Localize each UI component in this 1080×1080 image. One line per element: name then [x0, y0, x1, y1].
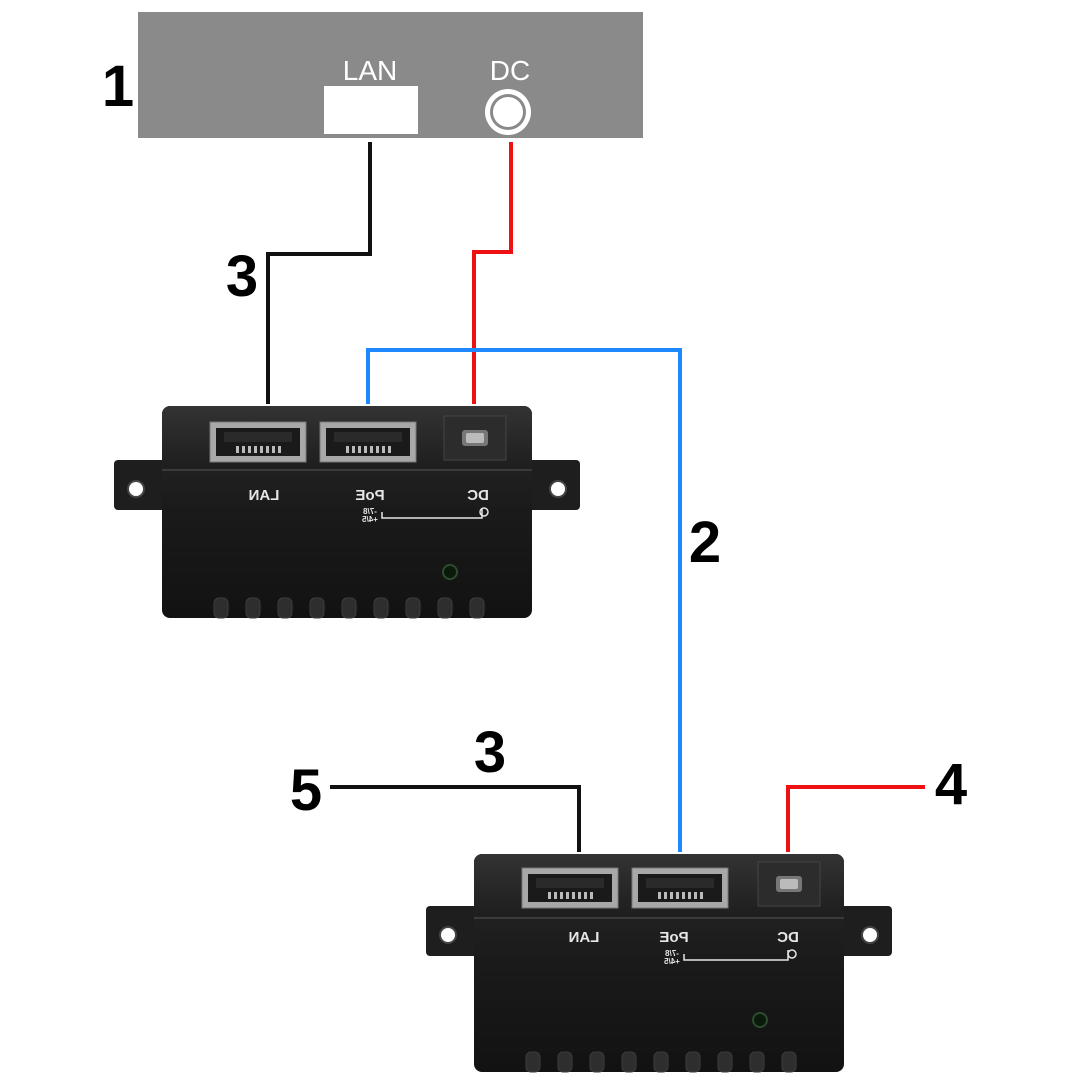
callout-3-top: 3: [226, 244, 258, 309]
splitter-lan-label: LAN: [569, 929, 600, 946]
device-lan-label: LAN: [343, 55, 397, 86]
poe-cable: [366, 348, 682, 852]
splitter-vents: [525, 1051, 797, 1073]
dc-cable-top: [472, 142, 513, 404]
mounting-ear-right: [836, 906, 892, 956]
callout-1: 1: [102, 54, 134, 119]
splitter-led: [752, 1012, 768, 1028]
injector-poe-port: [319, 421, 417, 463]
injector-dc-socket: [443, 415, 507, 461]
device-panel: LAN DC: [138, 12, 643, 138]
splitter-dc-label: DC: [777, 929, 799, 946]
injector-pin-top: -7/8: [363, 507, 377, 516]
callouts: 1 3 2 3 5 4: [102, 54, 967, 823]
device-lan-port: [324, 86, 418, 134]
injector-poe-label: PoE: [355, 487, 384, 504]
injector-lan-port: [209, 421, 307, 463]
lan-cable-top: [266, 142, 372, 404]
splitter-pin-bottom: +4/5: [664, 957, 680, 966]
poe-injector: LAN PoE DC -7/8 +4/5: [114, 406, 580, 619]
callout-4: 4: [935, 752, 967, 817]
injector-led: [442, 564, 458, 580]
splitter-dc-socket: [757, 861, 821, 907]
splitter-poe-port: [631, 867, 729, 909]
injector-vents: [213, 597, 485, 619]
poe-splitter: LAN PoE DC -7/8 +4/5: [426, 854, 892, 1073]
cables: [266, 142, 925, 852]
device-dc-label: DC: [490, 55, 530, 86]
splitter-poe-label: PoE: [659, 929, 688, 946]
injector-lan-label: LAN: [249, 487, 280, 504]
splitter-pin-top: -7/8: [665, 949, 679, 958]
mounting-ear-left: [114, 460, 170, 510]
mounting-ear-left: [426, 906, 482, 956]
injector-dc-label: DC: [467, 487, 489, 504]
dc-cable-bottom: [786, 785, 925, 852]
callout-3-bottom: 3: [474, 720, 506, 785]
mounting-ear-right: [524, 460, 580, 510]
lan-cable-bottom: [330, 785, 581, 852]
injector-pin-bottom: +4/5: [362, 515, 378, 524]
device-dc-socket: [485, 89, 531, 135]
callout-5: 5: [290, 758, 322, 823]
splitter-lan-port: [521, 867, 619, 909]
callout-2: 2: [689, 510, 721, 575]
